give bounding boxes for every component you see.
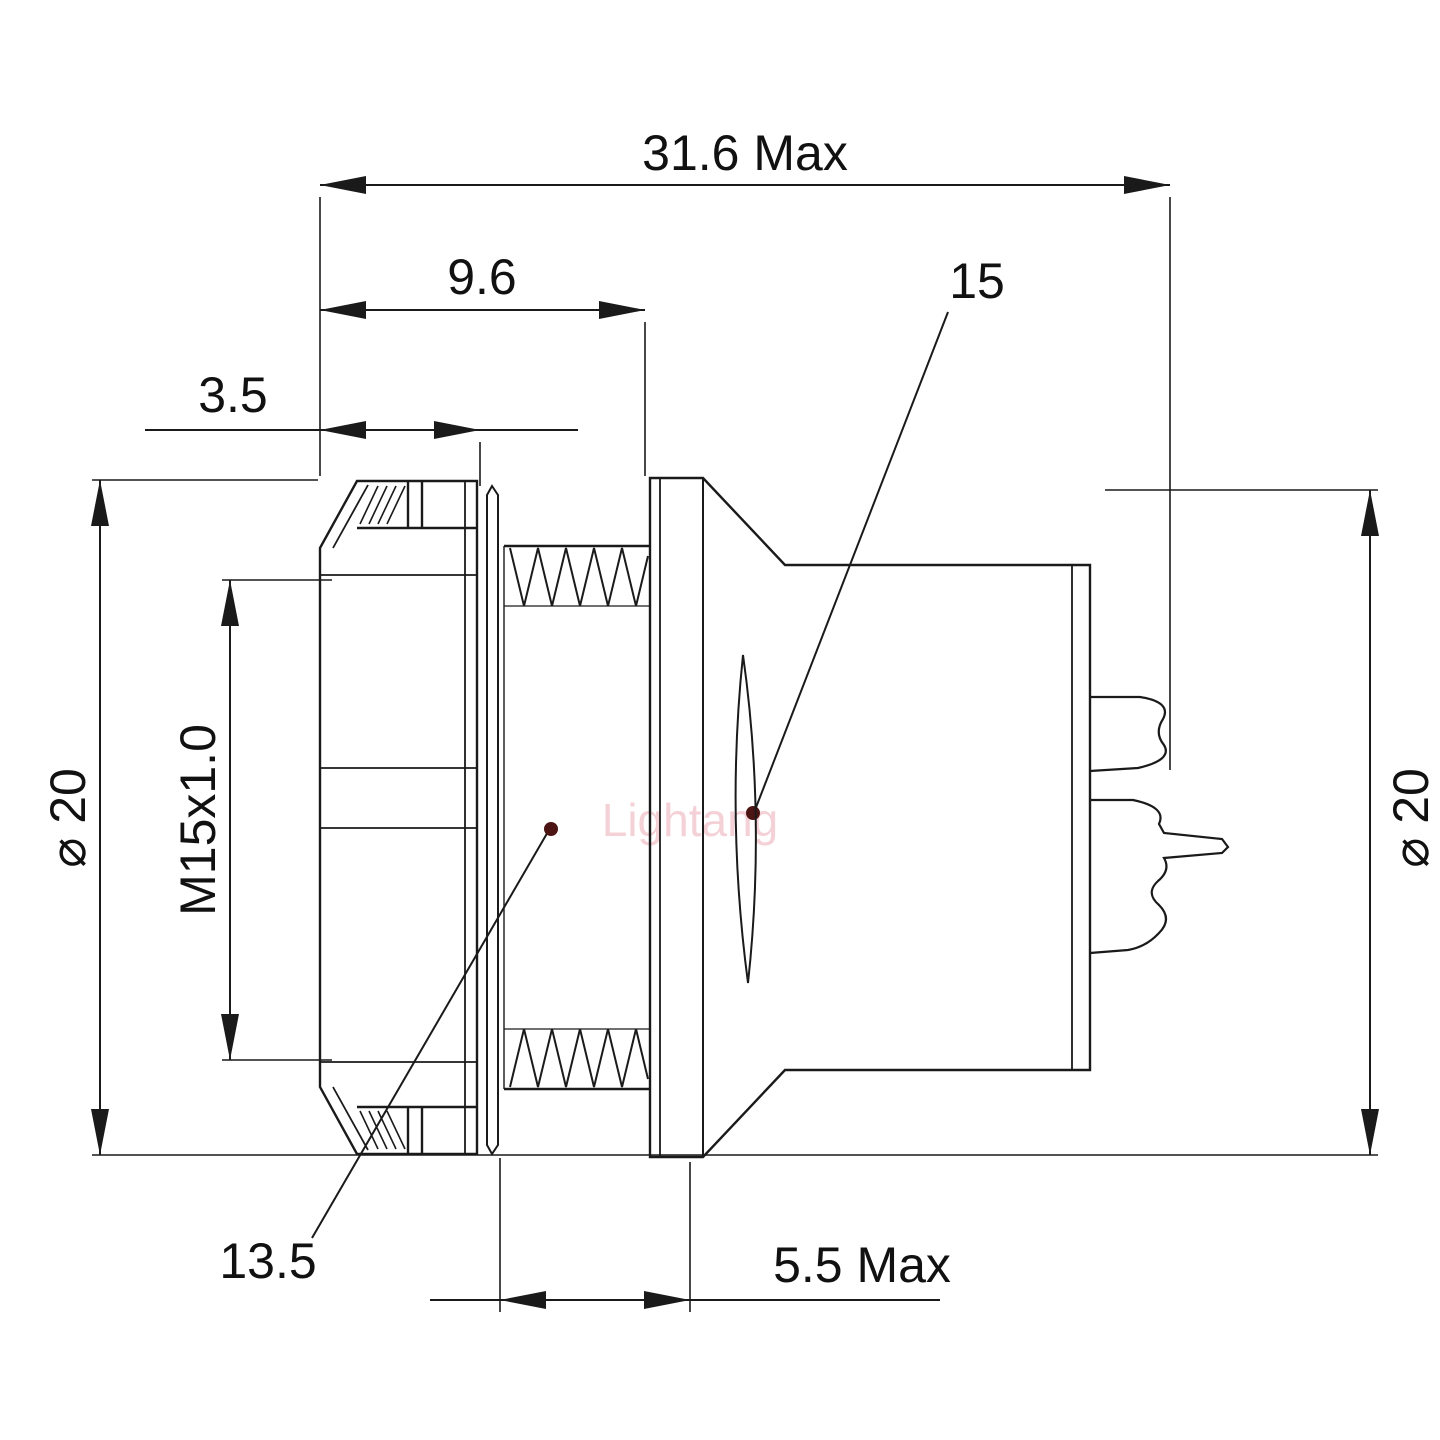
- body-surface-arc: [734, 654, 757, 984]
- dimension-labels: 31.6 Max 9.6 3.5 15 ⌀ 20 M15x1.0 ⌀ 20 13…: [40, 125, 1439, 1293]
- label-thread-spec: M15x1.0: [170, 724, 226, 916]
- hex-nut-outline: [318, 479, 479, 1156]
- thread-profile-top: [509, 547, 649, 607]
- panel-washer-outline: [486, 484, 499, 1156]
- rear-contacts: [1089, 695, 1230, 955]
- leader-dot-13-5: [544, 822, 558, 836]
- label-diameter-right: ⌀ 20: [1383, 768, 1439, 868]
- hex-nut: [318, 479, 479, 1156]
- label-diameter-left: ⌀ 20: [40, 768, 96, 868]
- knurl-hatching: [359, 485, 406, 1150]
- extension-lines: [92, 197, 1378, 1312]
- contact-lower: [1089, 798, 1230, 955]
- connector-body-outline: [648, 476, 1092, 1159]
- contact-upper: [1089, 695, 1167, 773]
- panel-washer: [486, 484, 499, 1156]
- label-front-length: 9.6: [447, 249, 517, 305]
- label-callout-15: 15: [949, 253, 1005, 309]
- leader-lines: [311, 311, 949, 1239]
- label-rear-length: 5.5 Max: [773, 1237, 951, 1293]
- label-nut-width: 3.5: [198, 367, 268, 423]
- thread-section: [503, 544, 650, 1091]
- dimension-lines: [99, 184, 1371, 1301]
- leader-line-15: [754, 311, 949, 811]
- connector-body: [648, 476, 1092, 1159]
- leader-dot-15: [746, 806, 760, 820]
- label-total-length: 31.6 Max: [642, 125, 848, 181]
- dimension-arrowheads: [91, 176, 1379, 1309]
- watermark-text: Lightang: [602, 794, 779, 846]
- thread-profile-bottom: [509, 1028, 649, 1088]
- leader-line-13-5: [311, 829, 550, 1239]
- label-callout-13-5: 13.5: [219, 1233, 316, 1289]
